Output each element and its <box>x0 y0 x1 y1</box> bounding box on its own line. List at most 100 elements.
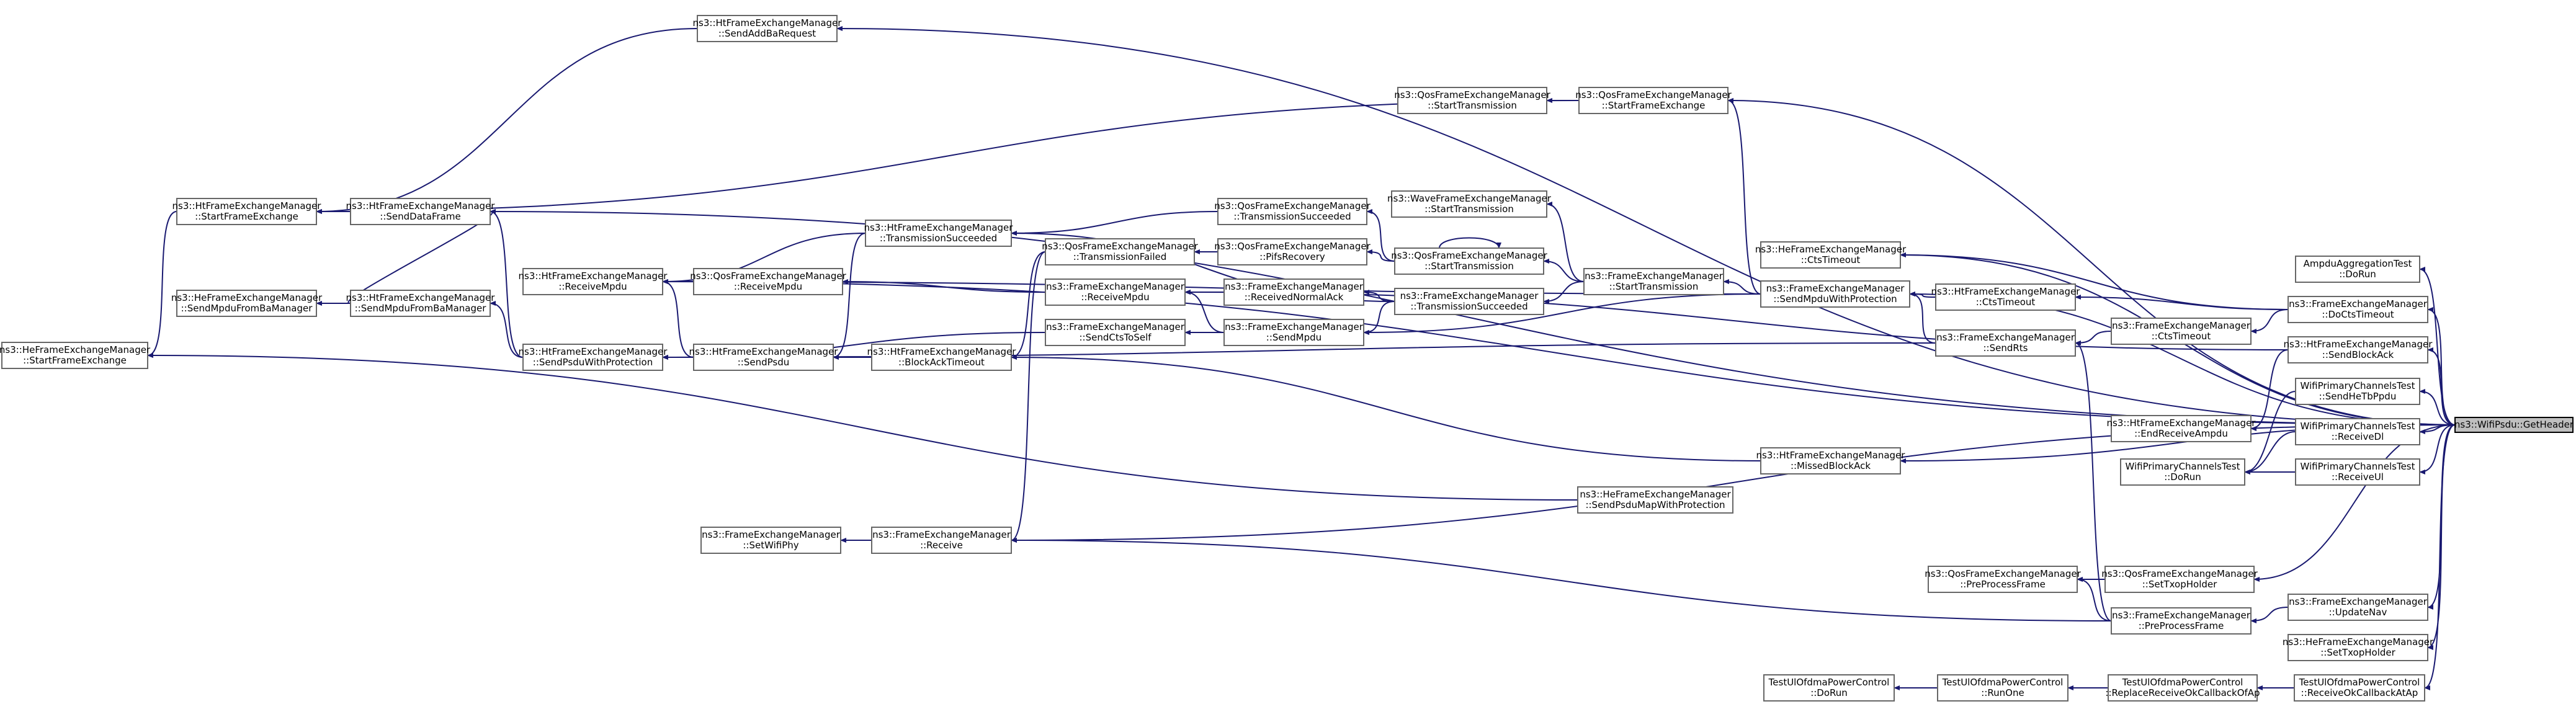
node-htendreceiveampdu[interactable]: ns3::HtFrameExchangeManager::EndReceiveA… <box>2107 415 2256 442</box>
node-label-line: TestUlOfdmaPowerControl <box>2299 677 2420 688</box>
node-htsendpsduwp[interactable]: ns3::HtFrameExchangeManager::SendPsduWit… <box>519 344 668 371</box>
node-htsendblockack[interactable]: ns3::HtFrameExchangeManager::SendBlockAc… <box>2284 336 2433 363</box>
node-tulreplace[interactable]: TestUlOfdmaPowerControl::ReplaceReceiveO… <box>2105 674 2260 702</box>
node-hesendmpdufromba[interactable]: ns3::HeFrameExchangeManager::SendMpduFro… <box>171 290 323 317</box>
node-label-line: ns3::HeFrameExchangeManager <box>171 292 323 303</box>
node-htsendpsdu[interactable]: ns3::HtFrameExchangeManager::SendPsdu <box>689 344 839 371</box>
node-hesettxop[interactable]: ns3::HeFrameExchangeManager::SetTxopHold… <box>2283 634 2434 661</box>
node-tuldorun[interactable]: TestUlOfdmaPowerControl::DoRun <box>1763 674 1895 702</box>
node-label-line: ns3::HtFrameExchangeManager <box>2107 417 2256 429</box>
node-label-line: ::SendHeTbPpdu <box>2319 391 2397 402</box>
node-box <box>1223 319 1364 346</box>
edge-qpreprocess-to-fepreprocess <box>2077 577 2112 622</box>
edge-htendreceiveampdu-to-htsendblockack <box>2250 349 2289 431</box>
edge-fesendmpduwp-to-festarttx <box>1723 279 1761 295</box>
node-festarttx[interactable]: ns3::FrameExchangeManager::StartTransmis… <box>1583 268 1724 295</box>
node-wpreceivedl[interactable]: WifiPrimaryChannelsTest::ReceiveDl <box>2295 418 2420 445</box>
edge-htsendmpdufromba-to-htsenddata <box>347 209 496 304</box>
node-htstartfe[interactable]: ns3::HtFrameExchangeManager::StartFrameE… <box>172 198 322 225</box>
node-wpsendhetb[interactable]: WifiPrimaryChannelsTest::SendHeTbPpdu <box>2295 378 2420 405</box>
node-sendctstoself[interactable]: ns3::FrameExchangeManager::SendCtsToSelf <box>1045 319 1186 346</box>
node-box <box>522 344 663 371</box>
node-label-line: ::SendPsduMapWithProtection <box>1585 499 1725 510</box>
node-label-line: ns3::HtFrameExchangeManager <box>2284 339 2433 350</box>
node-box <box>1577 486 1733 514</box>
edge-hesendpsdump-to-hestartfe <box>147 353 1578 501</box>
node-fereceive[interactable]: ns3::FrameExchangeManager::Receive <box>871 527 1012 554</box>
node-box <box>2288 296 2428 323</box>
node-hectstimeout[interactable]: ns3::HeFrameExchangeManager::CtsTimeout <box>1755 241 1907 269</box>
node-wavestarttx[interactable]: ns3::WaveFrameExchangeManager::StartTran… <box>1387 190 1552 218</box>
node-label-line: ns3::QosFrameExchangeManager <box>1391 250 1547 261</box>
edge-wavestarttx-to-festarttx <box>1546 202 1585 282</box>
node-label-line: ns3::FrameExchangeManager <box>1585 270 1724 282</box>
node-box <box>1397 87 1547 114</box>
node-label-line: ns3::HtFrameExchangeManager <box>1931 286 2081 297</box>
node-htsenddata[interactable]: ns3::HtFrameExchangeManager::SendDataFra… <box>346 198 496 225</box>
node-tulrunone[interactable]: TestUlOfdmaPowerControl::RunOne <box>1937 674 2068 702</box>
node-qstarttx-m[interactable]: ns3::QosFrameExchangeManager::StartTrans… <box>1391 247 1548 275</box>
node-htsendmpdufromba[interactable]: ns3::HtFrameExchangeManager::SendMpduFro… <box>346 290 496 317</box>
node-getheader[interactable]: ns3::WifiPsdu::GetHeader <box>2454 417 2574 433</box>
edge-qostxsucc-to-httxsucc <box>1011 211 1219 236</box>
node-fereceivempdu[interactable]: ns3::FrameExchangeManager::ReceiveMpdu <box>1045 278 1186 306</box>
node-fesendrts[interactable]: ns3::FrameExchangeManager::SendRts <box>1935 329 2076 357</box>
edge-hesettxop-to-getheader <box>2427 424 2456 650</box>
node-qpreprocess[interactable]: ns3::QosFrameExchangeManager::PreProcess… <box>1925 566 2082 593</box>
node-htmissedba[interactable]: ns3::HtFrameExchangeManager::MissedBlock… <box>1756 447 1906 475</box>
edge-qsettxop-to-getheader <box>2253 424 2456 582</box>
edge-htctstimeout-to-fesendmpduwp <box>1909 292 1936 298</box>
node-fedoctstimeout[interactable]: ns3::FrameExchangeManager::DoCtsTimeout <box>2288 296 2428 323</box>
node-wpreceiveul[interactable]: WifiPrimaryChannelsTest::ReceiveUl <box>2295 458 2420 486</box>
node-qstarttx-l[interactable]: ns3::QosFrameExchangeManager::StartTrans… <box>1394 87 1551 114</box>
node-pifsrecovery[interactable]: ns3::QosFrameExchangeManager::PifsRecove… <box>1214 238 1371 265</box>
node-qostxfailed[interactable]: ns3::QosFrameExchangeManager::Transmissi… <box>1042 238 1199 265</box>
node-label-line: ::UpdateNav <box>2329 607 2387 618</box>
node-qsettxop[interactable]: ns3::QosFrameExchangeManager::SetTxopHol… <box>2101 566 2258 593</box>
node-box <box>1223 278 1364 306</box>
node-qosreceivempdu[interactable]: ns3::QosFrameExchangeManager::ReceiveMpd… <box>690 268 847 295</box>
node-label-line: ns3::FrameExchangeManager <box>1936 332 2075 343</box>
node-box <box>1935 329 2076 357</box>
edge-htstartfe-to-qstartfe <box>316 100 1580 214</box>
node-fectstimeout[interactable]: ns3::FrameExchangeManager::CtsTimeout <box>2111 318 2252 345</box>
node-setwifiphy[interactable]: ns3::FrameExchangeManager::SetWifiPhy <box>700 527 841 554</box>
node-fepreprocess[interactable]: ns3::FrameExchangeManager::PreProcessFra… <box>2111 607 2252 635</box>
node-box <box>693 268 843 295</box>
node-qostxsucc[interactable]: ns3::QosFrameExchangeManager::Transmissi… <box>1214 198 1371 225</box>
edge-fesendrts-to-fesendmpduwp <box>1909 292 1936 344</box>
node-label-line: ::SendCtsToSelf <box>1079 332 1152 343</box>
node-recvnormalack[interactable]: ns3::FrameExchangeManager::ReceivedNorma… <box>1223 278 1364 306</box>
node-htctstimeout[interactable]: ns3::HtFrameExchangeManager::CtsTimeout <box>1931 283 2081 311</box>
node-tulreceiveok[interactable]: TestUlOfdmaPowerControl::ReceiveOkCallba… <box>2294 674 2425 702</box>
edge-htstartfe-to-sendaddba <box>316 28 698 214</box>
node-wpdorun[interactable]: WifiPrimaryChannelsTest::DoRun <box>2120 458 2245 486</box>
node-label-line: ns3::FrameExchangeManager <box>2289 298 2428 310</box>
node-qstartfe[interactable]: ns3::QosFrameExchangeManager::StartFrame… <box>1575 87 1732 114</box>
node-box <box>2111 607 2252 635</box>
node-feupdatenav[interactable]: ns3::FrameExchangeManager::UpdateNav <box>2288 594 2428 621</box>
node-box <box>2120 458 2245 486</box>
node-label-line: TestUlOfdmaPowerControl <box>1942 677 2064 688</box>
node-sendaddba[interactable]: ns3::HtFrameExchangeManager::SendAddBaRe… <box>693 15 843 42</box>
node-httxsucc[interactable]: ns3::HtFrameExchangeManager::Transmissio… <box>864 220 1014 247</box>
node-hesendpsdump[interactable]: ns3::HeFrameExchangeManager::SendPsduMap… <box>1577 486 1733 514</box>
nodes-layer: ns3::WifiPsdu::GetHeaderns3::HtFrameExch… <box>0 15 2574 702</box>
node-fesendmpduwp[interactable]: ns3::FrameExchangeManager::SendMpduWithP… <box>1760 280 1910 308</box>
node-label-line: TestUlOfdmaPowerControl <box>2122 677 2243 688</box>
node-htreceivempdu[interactable]: ns3::HtFrameExchangeManager::ReceiveMpdu <box>519 268 668 295</box>
node-fetxsucc[interactable]: ns3::FrameExchangeManager::TransmissionS… <box>1394 288 1544 315</box>
node-ampdudorun[interactable]: AmpduAggregationTest::DoRun <box>2295 256 2420 283</box>
node-box <box>871 527 1012 554</box>
node-hestartfe[interactable]: ns3::HeFrameExchangeManager::StartFrameE… <box>0 342 151 369</box>
node-htbaktimeout[interactable]: ns3::HtFrameExchangeManager::BlockAckTim… <box>867 344 1017 371</box>
node-box <box>1045 319 1186 346</box>
node-label-line: ns3::FrameExchangeManager <box>1766 283 1905 294</box>
edge-wpdorun-to-wpreceivedl <box>2244 431 2296 475</box>
node-box <box>1 342 148 369</box>
node-label-line: ns3::QosFrameExchangeManager <box>1575 89 1732 100</box>
node-label-line: ns3::QosFrameExchangeManager <box>1214 241 1371 252</box>
edge-fedoctstimeout-to-fectstimeout <box>2250 309 2289 334</box>
node-label-line: ::BlockAckTimeout <box>898 357 985 368</box>
node-fesendmpdu[interactable]: ns3::FrameExchangeManager::SendMpdu <box>1223 319 1364 346</box>
